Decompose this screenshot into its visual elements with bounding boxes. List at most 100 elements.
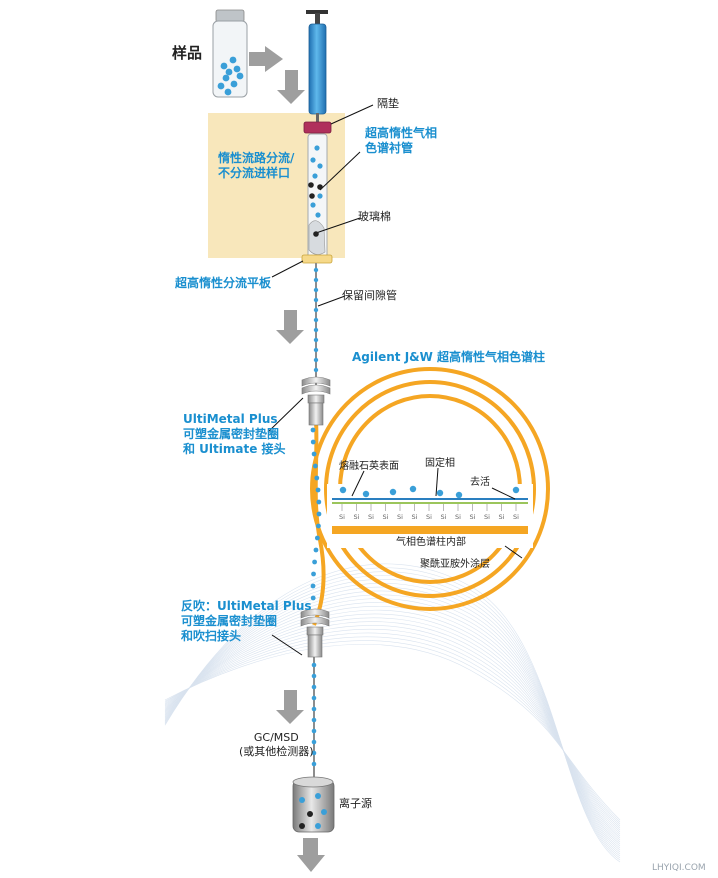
molecule: [315, 487, 321, 493]
grey-flow-arrows: [249, 46, 325, 872]
molecule: [339, 486, 347, 494]
molecule: [311, 451, 317, 457]
syringe: [306, 10, 328, 127]
down-arrow-3: [276, 690, 304, 724]
molecule: [311, 571, 316, 577]
molecule: [224, 88, 232, 96]
molecule: [315, 212, 321, 218]
label-inlet-line2: 不分流进样口: [218, 166, 291, 180]
label-backflush-line3: 和吹扫接头: [181, 629, 242, 643]
molecule: [222, 74, 230, 82]
molecule: [311, 739, 317, 745]
molecule: [315, 793, 321, 799]
molecule: [225, 68, 233, 76]
label-inlet: 惰性流路分流/ 不分流进样口: [218, 151, 294, 181]
column-cross-section: [327, 484, 533, 548]
silanol-mark: Si: [412, 513, 418, 521]
molecule: [230, 80, 238, 88]
silanol-mark: Si: [368, 513, 374, 521]
label-column-interior: 气相色谱柱内部: [396, 537, 466, 548]
molecule: [311, 662, 317, 668]
label-septum: 隔垫: [377, 97, 399, 110]
molecule: [315, 823, 321, 829]
molecule: [313, 297, 319, 303]
label-ultimetal-line2: 可塑金属密封垫圈: [183, 427, 280, 441]
silanol-mark: Si: [354, 513, 360, 521]
molecule: [409, 485, 417, 493]
label-polyimide: 聚酰亚胺外涂层: [420, 559, 490, 570]
molecule: [310, 157, 316, 163]
label-glass-wool: 玻璃棉: [358, 210, 391, 223]
label-liner-line2: 色谱衬管: [365, 141, 414, 155]
molecule: [311, 750, 317, 756]
molecule: [217, 82, 225, 90]
molecule: [313, 307, 319, 313]
molecule: [311, 761, 317, 767]
label-gcmsd: GC/MSD (或其他检测器): [239, 731, 314, 759]
molecule: [307, 811, 313, 817]
molecule: [436, 489, 444, 497]
label-sample: 样品: [172, 44, 203, 62]
label-fused-silica: 熔融石英表面: [339, 461, 399, 472]
molecule: [312, 559, 317, 565]
silanol-mark: Si: [397, 513, 403, 521]
silanol-mark: Si: [499, 513, 505, 521]
molecule: [299, 823, 305, 829]
molecule: [389, 488, 397, 496]
label-gcmsd-line1: GC/MSD: [253, 731, 299, 744]
molecule: [311, 695, 317, 701]
ultimetal-connector: [301, 376, 331, 426]
molecule: [236, 72, 244, 80]
split-plate: [301, 254, 333, 264]
label-backflush-line2: 可塑金属密封垫圈: [181, 614, 278, 628]
label-liner-line1: 超高惰性气相: [365, 126, 438, 140]
molecule: [313, 347, 319, 353]
molecule: [512, 486, 520, 494]
label-deactivation: 去活: [470, 477, 490, 488]
molecule: [317, 184, 323, 190]
sample-vial: [212, 9, 248, 98]
molecule: [314, 145, 320, 151]
label-split-plate: 超高惰性分流平板: [175, 276, 272, 290]
molecule: [313, 277, 319, 283]
molecule: [314, 535, 320, 541]
molecule: [313, 547, 319, 553]
label-column: Agilent J&W 超高惰性气相色谱柱: [352, 350, 546, 364]
molecule: [310, 439, 316, 445]
silanol-mark: Si: [383, 513, 389, 521]
molecule: [316, 511, 322, 517]
molecule: [313, 317, 319, 323]
label-retention-gap: 保留间隙管: [342, 289, 397, 302]
backflush-connector: [300, 608, 330, 658]
molecule: [310, 583, 316, 589]
molecule: [311, 706, 317, 712]
down-arrow-1: [277, 70, 305, 104]
label-stationary-phase: 固定相: [425, 458, 455, 469]
ion-source: [292, 776, 335, 833]
molecule: [308, 182, 314, 188]
label-backflush: 反吹：UltiMetal Plus 可塑金属密封垫圈 和吹扫接头: [181, 599, 312, 644]
molecule: [313, 357, 319, 363]
molecule: [233, 65, 241, 73]
label-liner: 超高惰性气相 色谱衬管: [365, 126, 437, 156]
molecule: [309, 193, 315, 199]
molecule: [312, 173, 318, 179]
silanol-mark: Si: [470, 513, 476, 521]
molecule: [299, 797, 305, 803]
silanol-mark: Si: [455, 513, 461, 521]
molecule: [312, 463, 318, 469]
watermark: LHYIQI.COM: [652, 863, 706, 873]
label-gcmsd-line2: (或其他检测器): [239, 745, 314, 758]
molecule: [311, 684, 317, 690]
sample-to-syringe-arrow: [249, 46, 283, 72]
label-ultimetal: UltiMetal Plus 可塑金属密封垫圈 和 Ultimate 接头: [183, 412, 286, 457]
molecule: [311, 673, 317, 679]
label-ultimetal-line1: UltiMetal Plus: [183, 412, 278, 426]
molecule: [362, 490, 370, 498]
silanol-mark: Si: [484, 513, 490, 521]
molecule: [314, 475, 320, 481]
molecule: [313, 337, 319, 343]
molecule: [310, 595, 316, 601]
